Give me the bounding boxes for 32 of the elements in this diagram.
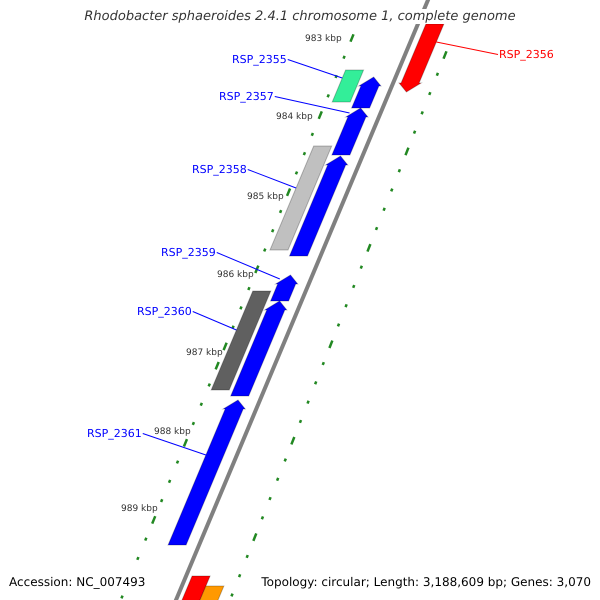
gene-label: RSP_2357: [219, 90, 274, 103]
gene-label: RSP_2356: [499, 48, 554, 61]
gene-feature: [269, 146, 332, 250]
accession-note: Accession: NC_007493: [9, 575, 146, 589]
leader-line: [247, 169, 297, 188]
pointed-gene-feature: [398, 24, 445, 93]
gene-label: RSP_2359: [161, 246, 216, 259]
pointed-gene-feature: [270, 274, 299, 302]
gene-label: RSP_2360: [137, 305, 192, 318]
gene-label: RSP_2355: [232, 53, 287, 66]
leader-line: [142, 433, 206, 456]
pointed-gene-feature: [230, 300, 288, 396]
tick-label: 985 kbp: [247, 192, 284, 202]
leader-line: [436, 42, 498, 55]
tick-label: 983 kbp: [305, 34, 342, 44]
gene-label: RSP_2358: [192, 163, 247, 176]
tick-label: 989 kbp: [121, 504, 158, 514]
gene-label: RSP_2361: [87, 427, 142, 440]
pointed-gene-feature: [288, 155, 349, 256]
gene-feature: [331, 70, 364, 102]
tick-label: 987 kbp: [186, 348, 223, 358]
leader-line: [192, 311, 237, 330]
title: Rhodobacter sphaeroides 2.4.1 chromosome 1, complete genome: [84, 9, 516, 24]
leader-line: [274, 96, 350, 114]
pointed-gene-feature: [331, 107, 369, 156]
pointed-gene-feature: [350, 76, 382, 108]
leader-line: [216, 252, 280, 280]
tick-label: 988 kbp: [154, 427, 191, 437]
tick-label: 986 kbp: [217, 270, 254, 280]
tick-label: 984 kbp: [276, 112, 313, 122]
leader-line: [287, 59, 343, 78]
summary-note: Topology: circular; Length: 3,188,609 bp; Genes: 3,070: [261, 575, 591, 589]
